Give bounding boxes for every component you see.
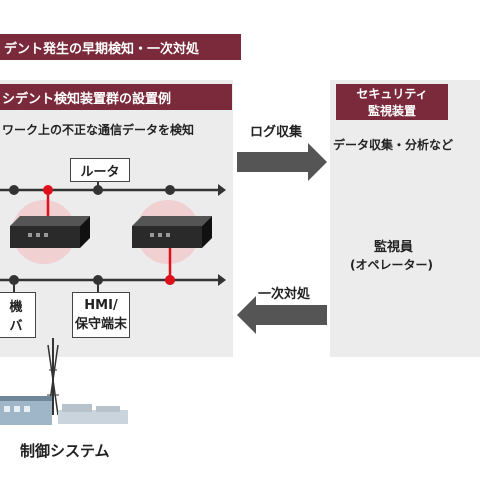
title-text: デント発生の早期検知・一次対処 — [4, 41, 200, 57]
left-panel-header: シデント検知装置群の設置例 — [0, 84, 232, 110]
top-node-3 — [165, 185, 175, 195]
top-node-1 — [9, 185, 19, 195]
right-panel-caption: データ収集・分析など — [333, 138, 454, 152]
device-box-1-line1: 機 — [9, 300, 23, 315]
control-system-caption: 制御システム — [20, 442, 110, 460]
hmi-box-line1: HMI/ — [84, 298, 118, 313]
device-box-1-line2: バ — [9, 319, 23, 334]
log-collect-label: ログ収集 — [250, 125, 303, 140]
log-collect-arrow — [237, 143, 327, 181]
router-label: ルータ — [80, 164, 120, 180]
right-panel-header-line1: セキュリティ — [356, 87, 428, 101]
device-box-1: 機 バ — [0, 292, 36, 338]
detector-1-tap — [43, 185, 53, 195]
detector-device-1 — [10, 216, 90, 248]
title-bar: デント発生の早期検知・一次対処 — [0, 34, 241, 60]
detector-2-tap — [165, 275, 175, 285]
router-box: ルータ — [70, 158, 130, 182]
detector-device-2 — [132, 216, 212, 248]
left-panel-subtitle: ワーク上の不正な通信データを検知 — [2, 123, 195, 137]
right-panel-header: セキュリティ 監視装置 — [336, 84, 448, 120]
right-panel-header-line2: 監視装置 — [367, 104, 416, 118]
factory-illustration — [0, 338, 128, 425]
hmi-box: HMI/ 保守端末 — [72, 292, 130, 338]
first-response-arrow — [237, 296, 327, 334]
bottom-line-arrowhead — [218, 274, 226, 286]
first-response-label: 一次対処 — [258, 287, 311, 302]
hmi-box-line2: 保守端末 — [74, 317, 127, 332]
operator-subtitle: (オペレーター) — [350, 258, 433, 272]
right-panel — [330, 80, 480, 357]
top-line-arrowhead — [218, 184, 226, 196]
operator-title: 監視員 — [374, 240, 414, 255]
left-panel-header-text: シデント検知装置群の設置例 — [2, 91, 172, 107]
